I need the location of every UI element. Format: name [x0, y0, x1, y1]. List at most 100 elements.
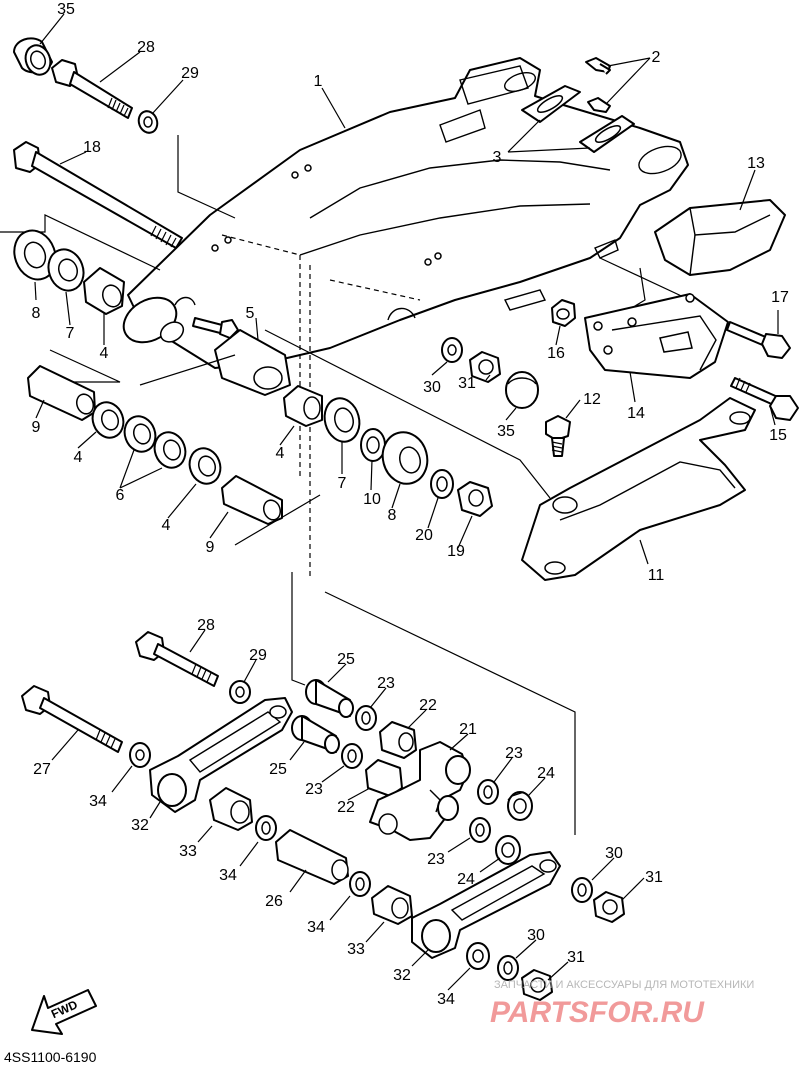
washer-part-30-mid — [441, 337, 463, 363]
callout-23-left: 23 — [305, 781, 323, 798]
rod-part-32-bottom — [411, 851, 561, 959]
cap-part-35-top — [13, 37, 53, 76]
callout-8-right: 8 — [388, 507, 397, 524]
washer-part-29-top — [137, 110, 159, 134]
callout-23-right: 23 — [505, 745, 523, 762]
collar-part-26 — [275, 829, 349, 885]
diagram-code: 4SS1100-6190 — [4, 1049, 97, 1065]
callout-29-bottom: 29 — [249, 647, 267, 664]
callout-31-bottom: 31 — [567, 949, 585, 966]
washer-part-34-c — [349, 871, 371, 897]
callout-25-bottom: 25 — [269, 761, 287, 778]
callout-2: 2 — [652, 49, 661, 66]
nut-part-31-bottom — [521, 969, 553, 1001]
bolt-part-28-bottom — [135, 631, 219, 687]
collar-part-25-b — [291, 715, 340, 754]
callout-4-top: 4 — [100, 345, 109, 362]
callout-23-bottom: 23 — [427, 851, 445, 868]
nut-part-16 — [551, 299, 576, 327]
callout-7-right: 7 — [338, 475, 347, 492]
bracket-part-13 — [654, 199, 786, 276]
callout-labels: 35 28 29 1 2 3 18 13 8 7 4 5 17 16 30 31… — [32, 1, 789, 1008]
callout-26: 26 — [265, 893, 283, 910]
callout-10: 10 — [363, 491, 381, 508]
bolt-part-17 — [726, 321, 791, 359]
callout-17: 17 — [771, 289, 789, 306]
seal-part-6 — [123, 415, 187, 469]
collar-part-24-a — [507, 791, 533, 821]
callout-7-top: 7 — [66, 325, 75, 342]
washer-part-29-bottom — [229, 680, 251, 704]
callout-22-bottom: 22 — [337, 799, 355, 816]
relay-arm-part-21 — [369, 741, 471, 841]
callout-9-bottom: 9 — [206, 539, 215, 556]
callout-34-bottom: 34 — [437, 991, 455, 1008]
watermark-caption: ЗАПЧАСТИ И АКСЕССУАРЫ ДЛЯ МОТОТЕХНИКИ — [494, 979, 754, 991]
washer-part-23-b — [341, 743, 363, 769]
callout-35-top: 35 — [57, 1, 75, 18]
cap-part-35-mid — [505, 371, 539, 409]
callout-9-top: 9 — [32, 419, 41, 436]
callout-22-top: 22 — [419, 697, 437, 714]
rod-part-32-top — [149, 697, 293, 813]
washer-part-30-right — [571, 877, 593, 903]
callout-15: 15 — [769, 427, 787, 444]
callout-30-bottom: 30 — [527, 927, 545, 944]
callout-14: 14 — [627, 405, 645, 422]
washer-part-34-b — [255, 815, 277, 841]
callout-24-bottom: 24 — [457, 871, 475, 888]
callout-34-right: 34 — [307, 919, 325, 936]
callout-33-bottom: 33 — [347, 941, 365, 958]
watermark: ЗАПЧАСТИ И АКСЕССУАРЫ ДЛЯ МОТОТЕХНИКИ PA… — [490, 979, 754, 1029]
bolt-part-5 — [192, 317, 239, 339]
callout-31-mid: 31 — [458, 375, 476, 392]
collar-part-24-b — [495, 835, 521, 865]
callout-34-left: 34 — [89, 793, 107, 810]
callout-1: 1 — [314, 73, 323, 90]
collar-part-25-a — [305, 679, 354, 718]
callout-16: 16 — [547, 345, 565, 362]
washer-part-34-a — [129, 742, 151, 768]
bolt-part-12 — [545, 415, 571, 457]
callout-24-top: 24 — [537, 765, 555, 782]
washer-part-30-bottom — [497, 955, 519, 981]
callout-34-mid: 34 — [219, 867, 237, 884]
leader-lines — [34, 13, 779, 991]
bolt-part-27 — [21, 685, 123, 753]
callout-8-top: 8 — [32, 305, 41, 322]
washer-part-23-a — [355, 705, 377, 731]
callout-23-top: 23 — [377, 675, 395, 692]
bearing-group-right — [283, 385, 493, 517]
plate-part-3 — [521, 85, 635, 153]
callout-31-right: 31 — [645, 869, 663, 886]
bolt-part-15 — [730, 377, 799, 421]
bearing-part-4-mid — [188, 447, 222, 485]
bolt-part-28-top — [51, 59, 133, 119]
bushing-part-22-a — [379, 721, 417, 759]
callout-25-top: 25 — [337, 651, 355, 668]
callout-28-top: 28 — [137, 39, 155, 56]
callout-5: 5 — [246, 305, 255, 322]
pivot-shaft-part-18 — [13, 141, 183, 249]
callout-12: 12 — [583, 391, 601, 408]
callout-32-top: 32 — [131, 817, 149, 834]
arm-part-11 — [521, 397, 756, 581]
nut-part-31-right — [593, 891, 625, 923]
callout-18: 18 — [83, 139, 101, 156]
callout-11: 11 — [648, 567, 665, 584]
callout-4-left: 4 — [74, 449, 83, 466]
watermark-brand: PARTSFOR.RU — [490, 996, 705, 1029]
callout-21: 21 — [459, 721, 477, 738]
bearing-part-4-left — [91, 401, 125, 439]
callout-35-mid: 35 — [497, 423, 515, 440]
callout-20: 20 — [415, 527, 433, 544]
fwd-arrow-icon: FWD — [31, 989, 97, 1035]
bearing-group-left — [13, 229, 125, 315]
callout-29-top: 29 — [181, 65, 199, 82]
sleeve-part-9-bottom — [221, 475, 283, 525]
washer-part-23-c — [477, 779, 499, 805]
callout-6: 6 — [116, 487, 125, 504]
collar-part-33-b — [371, 885, 413, 925]
callout-30-mid: 30 — [423, 379, 441, 396]
